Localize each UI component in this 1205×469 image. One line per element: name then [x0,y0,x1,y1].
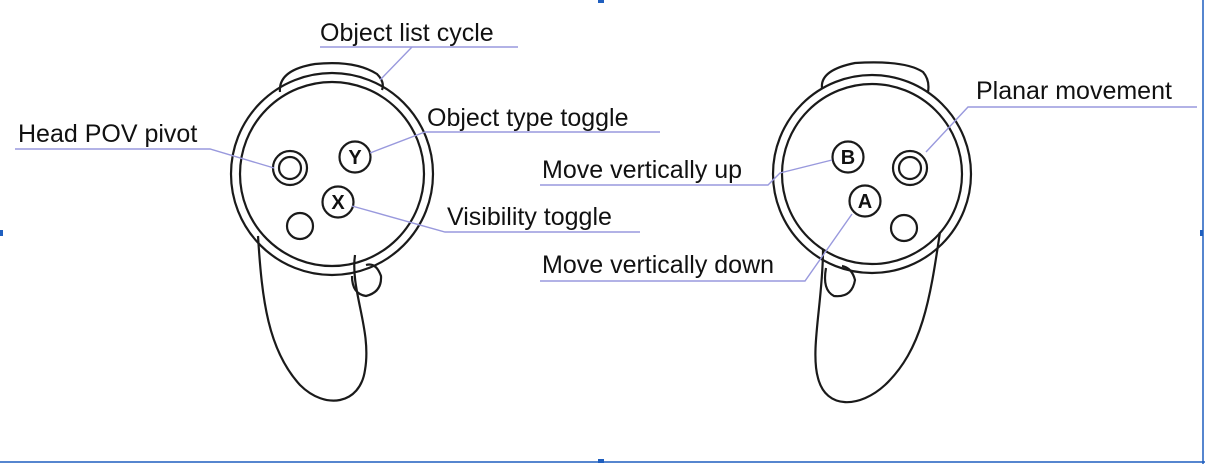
x-button-label: X [331,192,345,214]
left-menu-button-icon [285,211,315,241]
right-oculus-button-icon [889,213,919,243]
right-controller-ring-inner [780,82,964,266]
right-controller: B A [771,61,973,404]
left-controller-top-bump [278,62,384,93]
frame-handle-bottom [598,459,604,463]
label-visibility-toggle: Visibility toggle [447,203,612,231]
b-button-icon [831,140,865,174]
leader-move-vertically-up [540,159,833,186]
left-thumbstick-inner-icon [277,155,303,181]
y-button-label: Y [348,147,362,169]
leader-planar-movement [925,106,1197,153]
leader-move-vertically-down [540,213,853,282]
label-move-vertically-down: Move vertically down [542,251,774,279]
right-controller-ring-outer [771,73,973,275]
leader-object-list-cycle-diag [379,46,413,81]
leader-object-type-toggle [369,131,660,154]
y-button-icon [338,140,372,174]
label-object-type-toggle: Object type toggle [427,104,629,132]
left-controller-ring-inner [238,80,426,268]
left-controller-handle [256,235,368,402]
x-button-icon [321,185,355,219]
right-thumbstick-icon [891,149,929,187]
b-button-label: B [841,147,855,169]
a-button-label: A [858,191,872,213]
leader-head-pov-pivot [15,148,275,169]
label-move-vertically-up: Move vertically up [542,156,742,184]
right-controller-handle [814,231,942,404]
label-planar-movement: Planar movement [976,77,1172,105]
label-head-pov-pivot: Head POV pivot [18,120,197,148]
right-thumbstick-inner-icon [897,155,923,181]
leader-visibility-toggle [351,205,640,233]
right-controller-top-bump [820,61,930,93]
a-button-icon [848,184,882,218]
frame-handle-top [598,0,604,3]
left-controller-ring-outer [229,71,435,277]
frame-handle-right [1200,230,1203,236]
frame-handle-left [0,230,3,236]
left-controller: Y X [229,62,435,402]
label-object-list-cycle: Object list cycle [320,19,494,47]
